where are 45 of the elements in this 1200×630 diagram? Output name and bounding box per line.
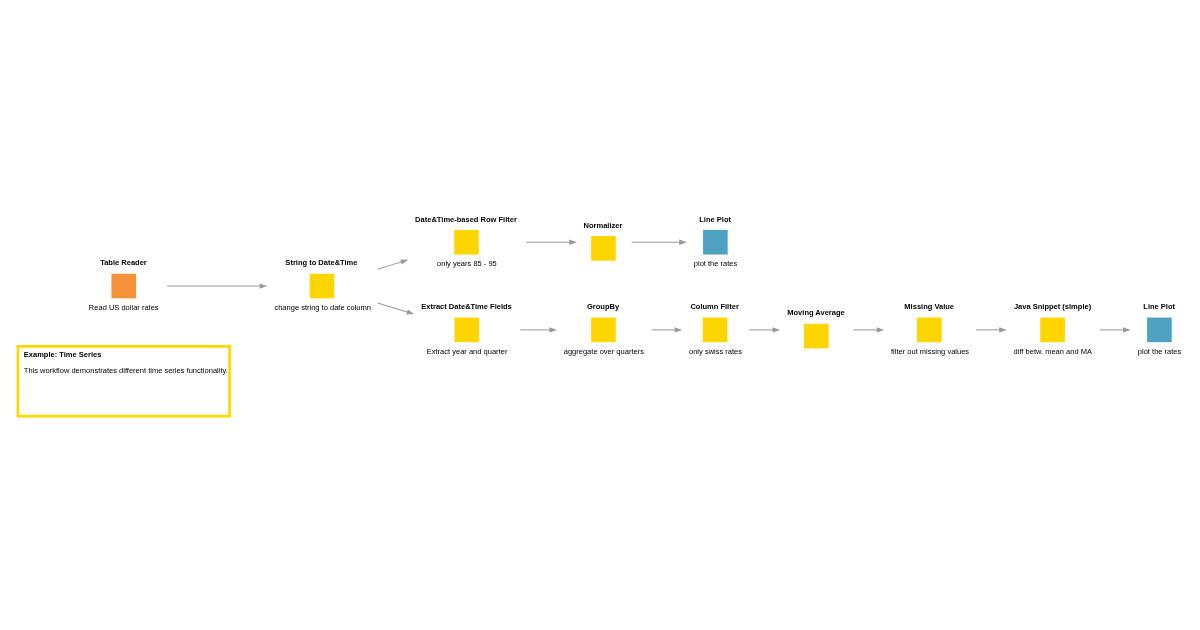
node-label: Column Filter <box>690 301 739 311</box>
arrow <box>1099 326 1131 333</box>
node-label: String to Date&Time <box>285 257 358 267</box>
node-label: Missing Value <box>904 301 955 311</box>
node-label: Line Plot <box>699 214 732 224</box>
arrow <box>519 326 557 333</box>
arrow <box>525 239 577 245</box>
node-box <box>703 229 728 255</box>
node-label: Extract Date&Time Fields <box>421 301 512 311</box>
node-label: plot the rates <box>1137 346 1182 356</box>
node-box <box>309 273 335 298</box>
arrow <box>852 326 885 333</box>
node-box <box>591 235 616 261</box>
node-label: change string to date column <box>274 302 371 312</box>
node-label: only swiss rates <box>689 346 743 356</box>
node-label: Normalizer <box>583 220 623 230</box>
node-label: filter out missing values <box>891 346 970 356</box>
arrow <box>631 239 687 245</box>
arrow <box>975 326 1007 333</box>
arrow <box>748 326 781 333</box>
node-label: diff betw. mean and MA <box>1013 346 1092 356</box>
node-box <box>1040 317 1065 342</box>
node-label: aggregate over quarters <box>563 346 644 356</box>
node-label: GroupBy <box>586 301 620 311</box>
node-label: Moving Average <box>787 307 845 317</box>
node-box <box>804 323 829 348</box>
node-box <box>1147 317 1172 342</box>
node-box <box>111 273 137 298</box>
node-box <box>454 229 479 255</box>
node-label: Java Snippet (simple) <box>1013 301 1092 311</box>
arrow <box>651 326 683 333</box>
node-box <box>917 317 942 342</box>
node-label: Date&Time-based Row Filter <box>415 214 517 224</box>
node-label: Extract year and quarter <box>426 346 508 356</box>
node-label: Table Reader <box>100 257 147 267</box>
arrow <box>166 282 268 289</box>
node-box <box>591 317 616 342</box>
node-box <box>454 317 480 342</box>
node-label: Line Plot <box>1143 301 1176 311</box>
arrow <box>377 259 409 270</box>
node-label: plot the rates <box>693 258 738 268</box>
node-label: only years 85 - 95 <box>437 258 497 268</box>
node-label: Read US dollar rates <box>88 302 159 312</box>
arrow <box>377 301 415 314</box>
node-box <box>702 317 728 342</box>
